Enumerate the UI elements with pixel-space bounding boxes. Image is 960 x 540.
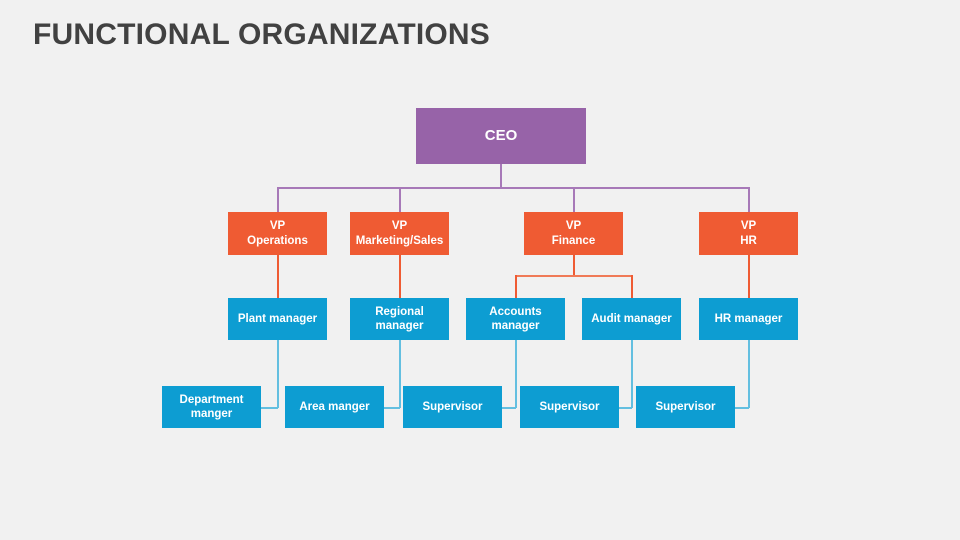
connector-vp-bus — [277, 187, 749, 189]
node-hr-manager-label: HR manager — [714, 312, 783, 325]
node-vp-finance-line1: VP — [565, 220, 582, 233]
node-regional-manager[interactable]: Regional manager — [350, 298, 449, 340]
node-regional-manager-label: Regional manager — [375, 305, 424, 333]
connector-audit-manager-stem — [631, 340, 633, 408]
node-regional-manager-line2: manager — [375, 320, 424, 332]
node-vp-operations-line1: VP — [269, 220, 286, 233]
node-supervisor-2-label: Supervisor — [539, 400, 600, 413]
node-vp-operations-label: VP Operations — [247, 219, 308, 247]
node-supervisor-1[interactable]: Supervisor — [403, 386, 502, 428]
node-vp-marketing-line1: VP — [391, 220, 408, 233]
node-ceo[interactable]: CEO — [416, 108, 586, 164]
node-accounts-manager-line2: manager — [491, 320, 540, 332]
node-vp-operations[interactable]: VP Operations — [228, 212, 327, 255]
node-plant-manager[interactable]: Plant manager — [228, 298, 327, 340]
node-vp-hr-line2: HR — [740, 234, 757, 247]
connector-hr-manager-stem — [748, 340, 750, 408]
connector-vp-operations-to-plant-manager — [277, 255, 279, 298]
node-vp-hr[interactable]: VP HR — [699, 212, 798, 255]
connector-hr-manager-elbow — [735, 407, 749, 409]
node-audit-manager[interactable]: Audit manager — [582, 298, 681, 340]
node-vp-marketing-sales-label: VP Marketing/Sales — [356, 219, 444, 247]
connector-accounts-manager-stem — [515, 340, 517, 408]
connector-regional-manager-stem — [399, 340, 401, 408]
node-supervisor-3[interactable]: Supervisor — [636, 386, 735, 428]
node-area-manger[interactable]: Area manger — [285, 386, 384, 428]
connector-vp-finance-stem — [573, 255, 575, 276]
connector-audit-manager-elbow — [619, 407, 632, 409]
connector-plant-manager-stem — [277, 340, 279, 408]
connector-plant-manager-elbow — [261, 407, 278, 409]
connector-to-vp-marketing — [399, 187, 401, 212]
connector-to-accounts-manager — [515, 275, 517, 298]
connector-to-vp-hr — [748, 187, 750, 212]
page-title: FUNCTIONAL ORGANIZATIONS — [33, 18, 490, 51]
connector-to-audit-manager — [631, 275, 633, 298]
node-vp-operations-line2: Operations — [247, 234, 308, 247]
node-department-manger[interactable]: Department manger — [162, 386, 261, 428]
node-hr-manager[interactable]: HR manager — [699, 298, 798, 340]
node-supervisor-2[interactable]: Supervisor — [520, 386, 619, 428]
node-accounts-manager[interactable]: Accounts manager — [466, 298, 565, 340]
connector-finance-bus — [515, 275, 632, 277]
connector-to-vp-finance — [573, 187, 575, 212]
connector-to-vp-operations — [277, 187, 279, 212]
connector-vp-marketing-to-regional-manager — [399, 255, 401, 298]
node-department-manger-label: Department manger — [180, 393, 244, 421]
node-ceo-label: CEO — [484, 126, 518, 144]
node-vp-finance-line2: Finance — [551, 234, 596, 247]
node-area-manger-label: Area manger — [299, 400, 370, 413]
node-audit-manager-label: Audit manager — [591, 312, 672, 325]
node-vp-finance[interactable]: VP Finance — [524, 212, 623, 255]
node-department-manger-line1: Department — [179, 393, 244, 406]
node-accounts-manager-line1: Accounts — [489, 305, 542, 318]
node-accounts-manager-label: Accounts manager — [489, 305, 541, 333]
connector-vp-hr-to-hr-manager — [748, 255, 750, 298]
node-vp-finance-label: VP Finance — [552, 219, 595, 247]
node-supervisor-1-label: Supervisor — [422, 400, 483, 413]
connector-accounts-manager-elbow — [502, 407, 516, 409]
node-supervisor-3-label: Supervisor — [655, 400, 716, 413]
node-regional-manager-line1: Regional — [375, 305, 424, 318]
node-vp-marketing-line2: Marketing/Sales — [355, 234, 444, 247]
connector-ceo-stem — [500, 163, 502, 188]
node-vp-marketing-sales[interactable]: VP Marketing/Sales — [350, 212, 449, 255]
connector-regional-manager-elbow — [384, 407, 400, 409]
node-vp-hr-label: VP HR — [740, 219, 757, 247]
node-department-manger-line2: manger — [190, 408, 233, 420]
node-vp-hr-line1: VP — [740, 220, 757, 233]
node-plant-manager-label: Plant manager — [237, 312, 318, 325]
